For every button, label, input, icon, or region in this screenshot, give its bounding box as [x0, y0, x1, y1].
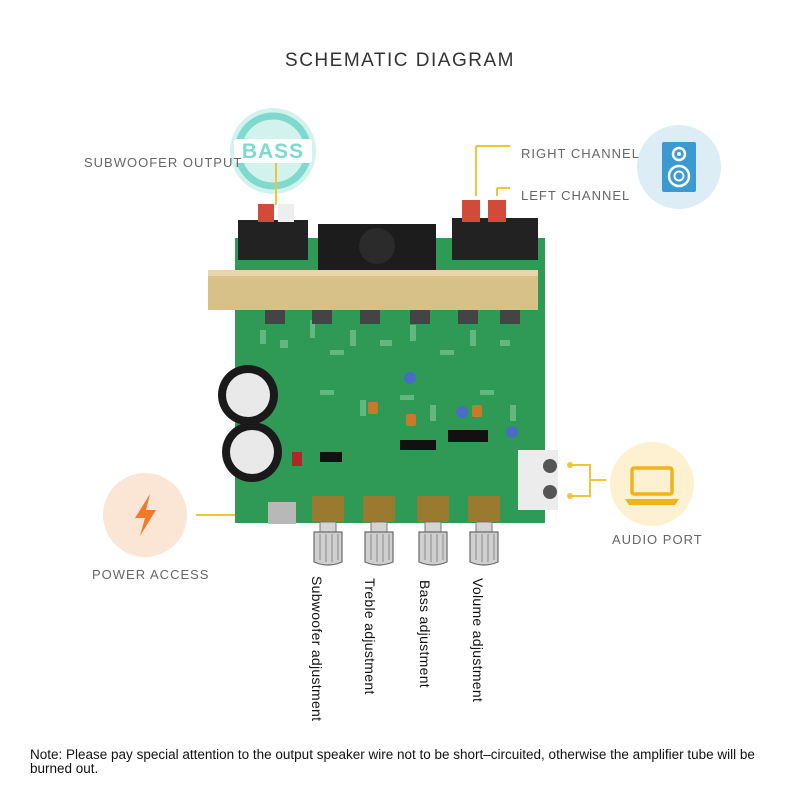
audio-port-line — [570, 464, 606, 497]
power-connector — [268, 502, 296, 524]
left-channel-line — [496, 187, 510, 196]
lightning-icon — [102, 472, 188, 558]
channel-terminal — [452, 218, 538, 260]
bass-badge-text: BASS — [242, 140, 304, 163]
bass-badge-icon: BASS — [228, 106, 318, 196]
laptop-icon — [609, 441, 695, 527]
right-channel-line — [475, 145, 510, 196]
subwoofer-terminal — [238, 220, 308, 260]
knob-label-subwoofer: Subwoofer adjustment — [309, 576, 325, 722]
audio-port-label: AUDIO PORT — [612, 532, 703, 547]
potentiometers — [312, 496, 500, 566]
page-title: SCHEMATIC DIAGRAM — [285, 50, 515, 71]
knob-label-volume: Volume adjustment — [470, 578, 486, 703]
heatsink — [208, 270, 538, 310]
left-channel-label: LEFT CHANNEL — [521, 188, 631, 203]
knob-label-bass: Bass adjustment — [417, 580, 433, 688]
power-access-label: POWER ACCESS — [92, 567, 210, 582]
speaker-icon — [636, 124, 722, 210]
warning-note: Note: Please pay special attention to th… — [30, 747, 755, 776]
audio-connector — [518, 450, 558, 510]
subwoofer-output-label: SUBWOOFER OUTPUT — [84, 155, 243, 170]
amplifier-board — [208, 200, 558, 566]
right-channel-label: RIGHT CHANNEL — [521, 146, 640, 161]
knob-label-treble: Treble adjustment — [362, 578, 378, 695]
